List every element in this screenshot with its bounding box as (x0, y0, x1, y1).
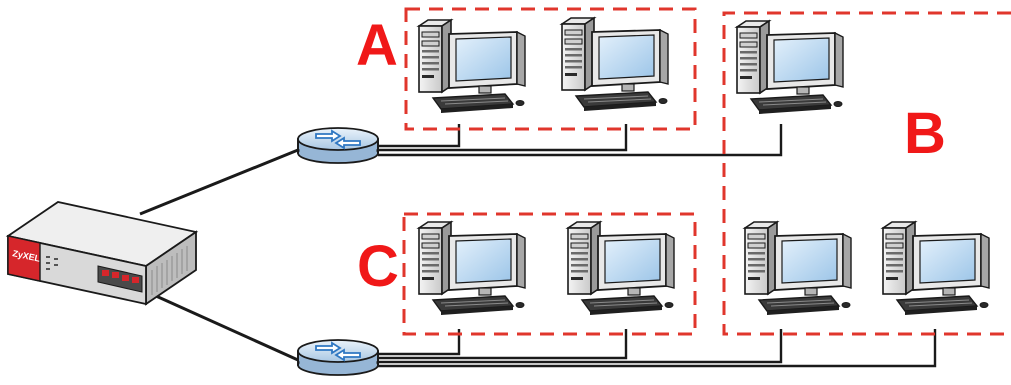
zone-a-label: A (356, 13, 398, 78)
cable-a1 (378, 124, 459, 146)
computer-icon (745, 222, 851, 315)
switch-icon (298, 340, 378, 375)
zone-b-label: B (904, 101, 946, 166)
cable-device-to-switch-top (140, 150, 298, 214)
cable-device-to-switch-bottom (156, 296, 298, 360)
computer-icon (562, 18, 668, 111)
computer-icon (419, 222, 525, 315)
switch-icon (298, 128, 378, 163)
computer-icon (568, 222, 674, 315)
zone-c-label: C (357, 234, 399, 299)
computer-icon (883, 222, 989, 315)
computer-icon (737, 21, 843, 114)
cable-c1 (378, 329, 459, 354)
security-appliance-icon: ZyXEL (8, 202, 196, 304)
computer-icon (419, 20, 525, 113)
